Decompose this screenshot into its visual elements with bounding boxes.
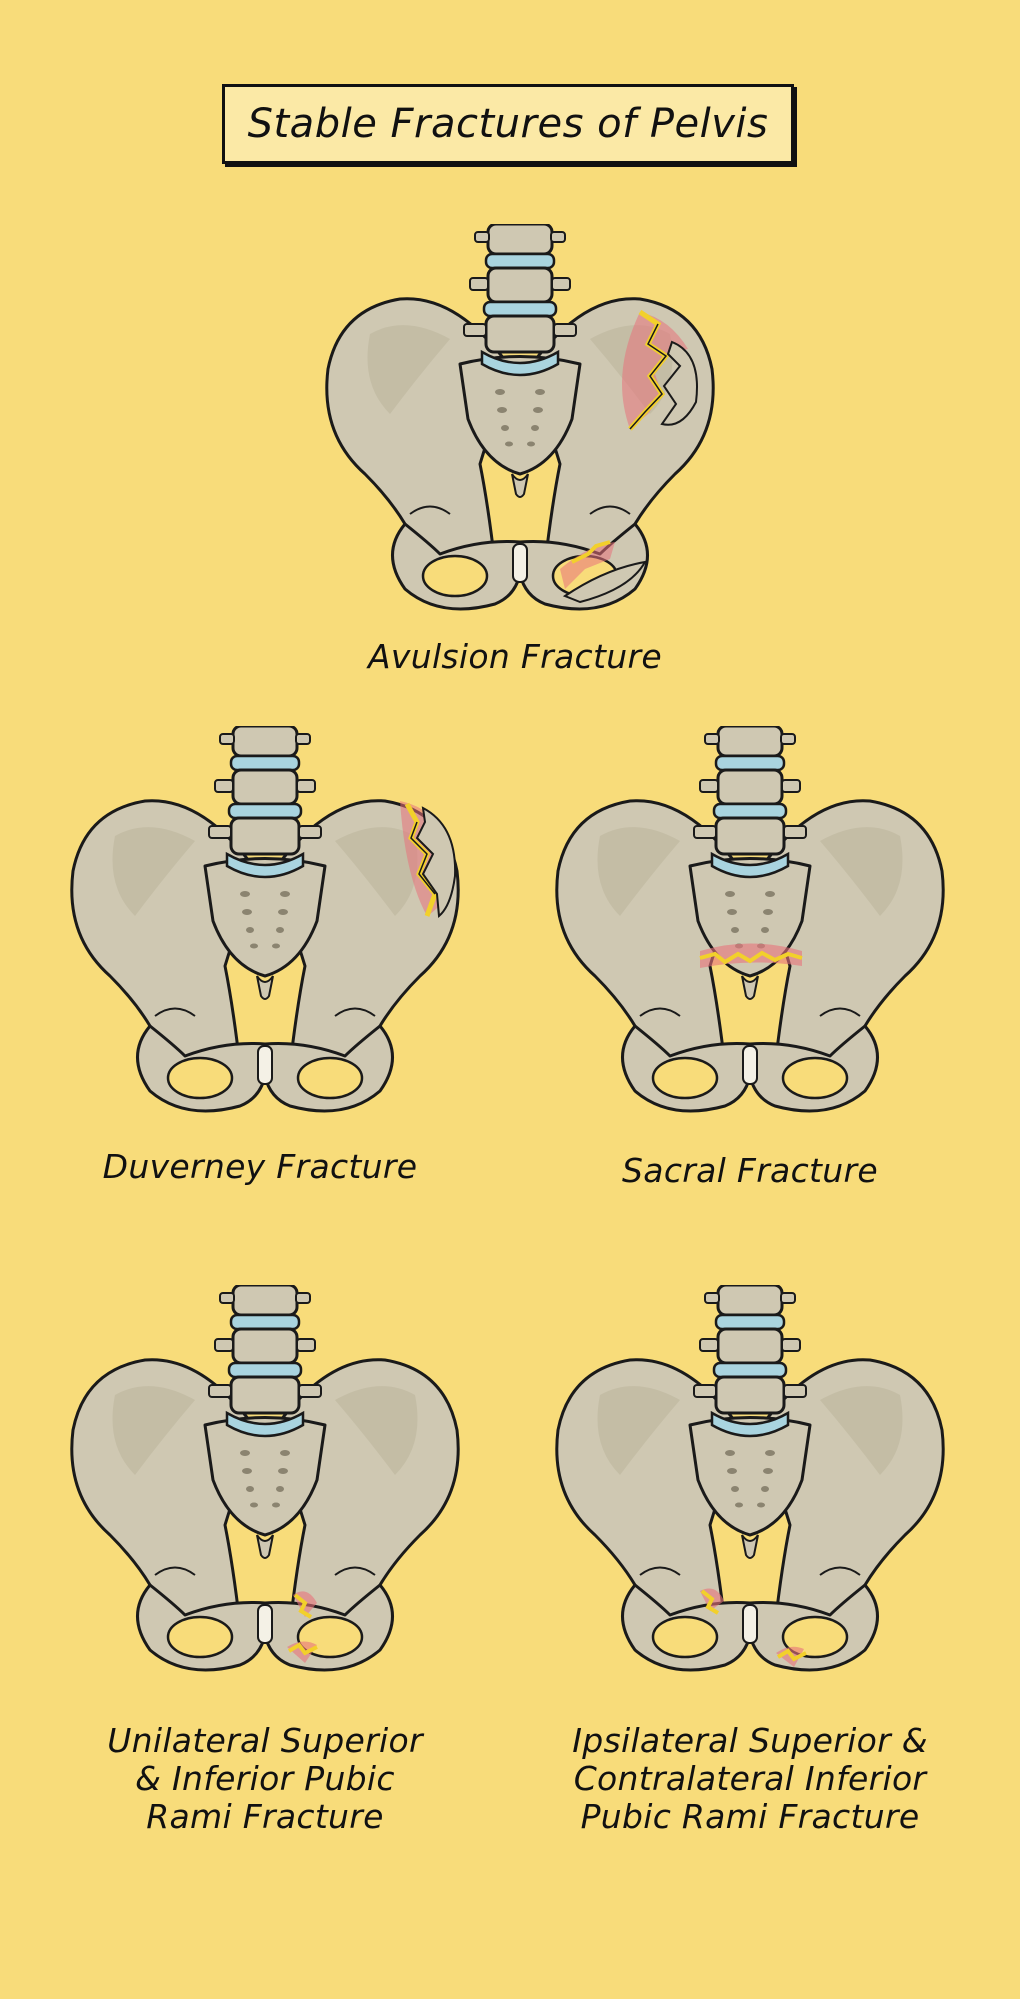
caption-duverney: Duverney Fracture [102,1147,418,1186]
pelvis-sacral-illustration [555,726,945,1113]
unilateral-superior-ramus-fracture [293,1591,317,1619]
contralateral-inferior-ramus-fracture [776,1646,807,1667]
pelvis-unilateral-illustration [70,1285,460,1672]
caption-unilateral: Unilateral Superior & Inferior Pubic Ram… [107,1721,423,1836]
caption-avulsion: Avulsion Fracture [368,637,662,676]
page-title: Stable Fractures of Pelvis [247,101,769,147]
pelvis-avulsion-illustration [325,224,715,611]
caption-ipsilateral: Ipsilateral Superior & Contralateral Inf… [572,1721,928,1836]
caption-sacral: Sacral Fracture [622,1151,878,1190]
avulsion-ischial-fracture [560,540,647,604]
pelvis-duverney-illustration [70,726,460,1113]
sacral-transverse-fracture [699,943,803,968]
title-box: Stable Fractures of Pelvis [222,84,794,164]
pelvis-ipsilateral-illustration [555,1285,945,1672]
ipsilateral-superior-ramus-fracture [700,1588,724,1615]
duverney-iliac-wing-fracture [400,801,457,918]
avulsion-iliac-fracture [622,309,698,431]
unilateral-inferior-ramus-fracture [287,1641,318,1663]
